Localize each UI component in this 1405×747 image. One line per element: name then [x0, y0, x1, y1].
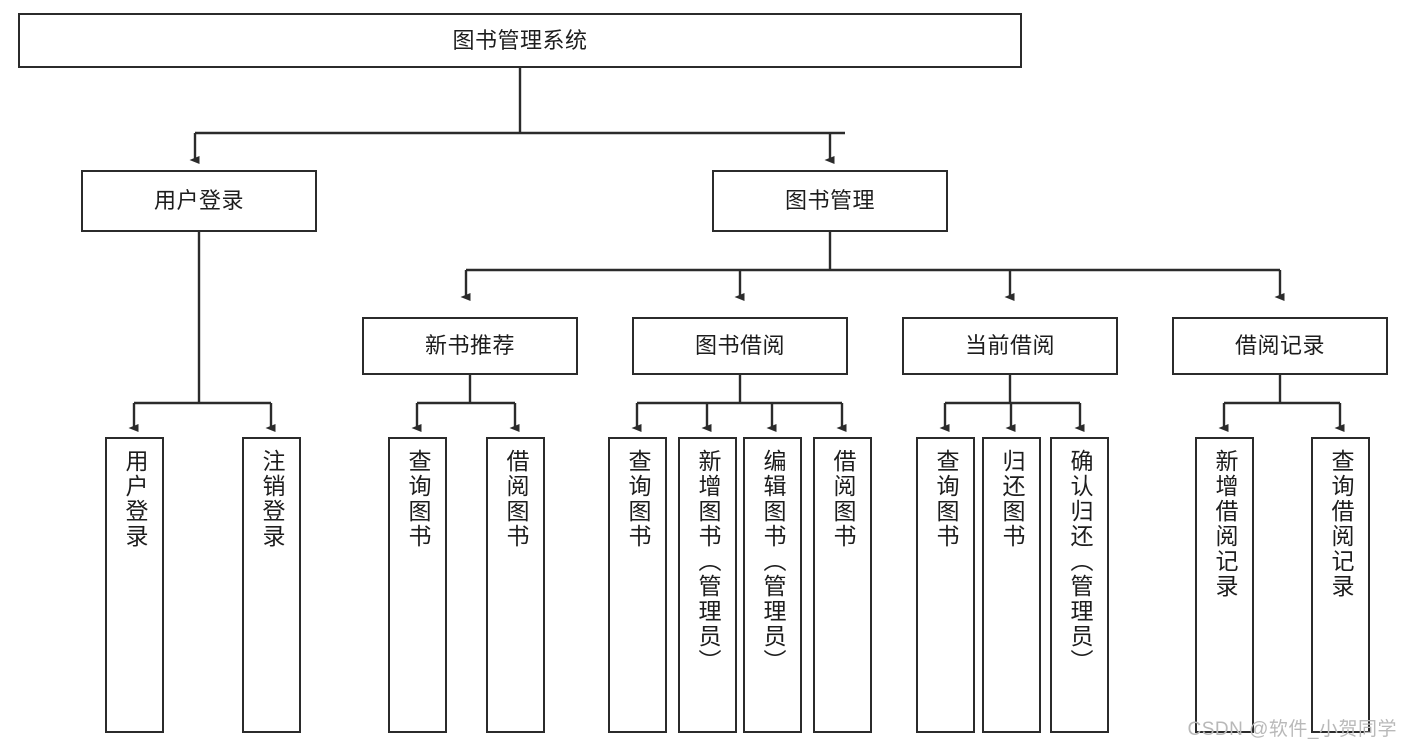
watermark: CSDN @软件_小贺同学 — [1187, 719, 1397, 740]
leaf-label: 确认归还（管理员） — [1067, 449, 1093, 674]
node-book-management-label: 图书管理 — [784, 188, 875, 214]
leaf-new-book-borrow[interactable]: 借阅图书 — [486, 437, 545, 733]
leaf-label: 注销登录 — [259, 449, 285, 549]
node-current-borrow-label: 当前借阅 — [964, 333, 1055, 359]
leaf-borrow-record-add[interactable]: 新增借阅记录 — [1195, 437, 1254, 733]
node-book-borrow[interactable]: 图书借阅 — [632, 317, 848, 375]
leaf-label: 借阅图书 — [830, 449, 856, 549]
leaf-label: 查询图书 — [625, 449, 651, 549]
leaf-borrow-record-query[interactable]: 查询借阅记录 — [1311, 437, 1370, 733]
node-current-borrow[interactable]: 当前借阅 — [902, 317, 1118, 375]
leaf-label: 借阅图书 — [503, 449, 529, 549]
node-new-book-recommend-label: 新书推荐 — [424, 333, 515, 359]
leaf-current-borrow-confirm-return[interactable]: 确认归还（管理员） — [1050, 437, 1109, 733]
node-user-login[interactable]: 用户登录 — [81, 170, 317, 232]
leaf-book-borrow-lend[interactable]: 借阅图书 — [813, 437, 872, 733]
leaf-user-login-logout[interactable]: 注销登录 — [242, 437, 301, 733]
leaf-book-borrow-add[interactable]: 新增图书（管理员） — [678, 437, 737, 733]
leaf-current-borrow-query[interactable]: 查询图书 — [916, 437, 975, 733]
node-user-login-label: 用户登录 — [153, 188, 244, 214]
node-book-borrow-label: 图书借阅 — [694, 333, 785, 359]
node-root[interactable]: 图书管理系统 — [18, 13, 1022, 68]
leaf-new-book-query[interactable]: 查询图书 — [388, 437, 447, 733]
leaf-label: 新增图书（管理员） — [695, 449, 721, 674]
leaf-label: 新增借阅记录 — [1212, 449, 1238, 599]
node-book-management[interactable]: 图书管理 — [712, 170, 948, 232]
leaf-book-borrow-query[interactable]: 查询图书 — [608, 437, 667, 733]
leaf-user-login-signin[interactable]: 用户登录 — [105, 437, 164, 733]
node-borrow-record[interactable]: 借阅记录 — [1172, 317, 1388, 375]
leaf-book-borrow-edit[interactable]: 编辑图书（管理员） — [743, 437, 802, 733]
node-root-label: 图书管理系统 — [452, 27, 588, 53]
leaf-label: 查询图书 — [405, 449, 431, 549]
node-new-book-recommend[interactable]: 新书推荐 — [362, 317, 578, 375]
node-borrow-record-label: 借阅记录 — [1234, 333, 1325, 359]
leaf-label: 查询借阅记录 — [1328, 449, 1354, 599]
leaf-label: 编辑图书（管理员） — [760, 449, 786, 674]
leaf-label: 查询图书 — [933, 449, 959, 549]
leaf-label: 归还图书 — [999, 449, 1025, 549]
leaf-label: 用户登录 — [122, 449, 148, 549]
leaf-current-borrow-return[interactable]: 归还图书 — [982, 437, 1041, 733]
